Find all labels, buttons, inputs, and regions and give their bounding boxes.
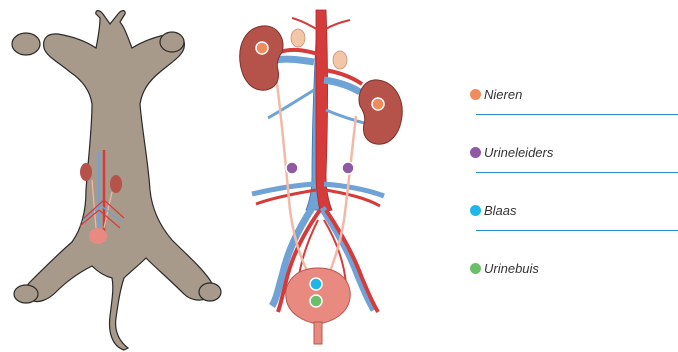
legend-divider bbox=[476, 230, 678, 231]
right-adrenal-gland bbox=[333, 51, 347, 69]
legend-divider bbox=[476, 172, 678, 173]
legend-label-blaas: Blaas bbox=[484, 204, 517, 217]
left-kidney bbox=[240, 26, 283, 90]
legend-label-nieren: Nieren bbox=[484, 88, 522, 101]
right-hind-paw bbox=[199, 283, 221, 301]
left-renal-vessels bbox=[276, 59, 314, 62]
urethra-dot-icon bbox=[470, 263, 481, 274]
legend-divider bbox=[476, 114, 678, 115]
left-front-paw bbox=[12, 33, 40, 55]
left-hind-paw bbox=[14, 285, 38, 303]
bladder-dot-icon bbox=[470, 205, 481, 216]
legend-item-blaas: Blaas bbox=[470, 198, 678, 256]
kidney-marker-right bbox=[372, 98, 384, 110]
right-kidney bbox=[359, 80, 402, 144]
urethra-marker bbox=[310, 295, 322, 307]
legend-item-urinebuis: Urinebuis bbox=[470, 256, 678, 314]
ureter-marker-right bbox=[342, 162, 354, 174]
urethra bbox=[314, 322, 322, 344]
urinary-system-illustration bbox=[228, 0, 438, 352]
kidney-marker-left bbox=[256, 42, 268, 54]
dog-silhouette bbox=[0, 0, 230, 352]
mid-vein-left bbox=[268, 90, 314, 118]
upper-artery-branch-right bbox=[324, 20, 350, 30]
legend-label-urineleiders: Urineleiders bbox=[484, 146, 553, 159]
legend-item-urineleiders: Urineleiders bbox=[470, 140, 678, 198]
legend-label-urinebuis: Urinebuis bbox=[484, 262, 539, 275]
legend-item-nieren: Nieren bbox=[470, 82, 678, 140]
mid-vein-right bbox=[326, 110, 368, 124]
left-adrenal-gland bbox=[291, 29, 305, 47]
right-front-paw bbox=[160, 32, 184, 52]
kidney-dot-icon bbox=[470, 89, 481, 100]
ureter-marker-left bbox=[286, 162, 298, 174]
ureter-dot-icon bbox=[470, 147, 481, 158]
upper-artery-branch-left bbox=[292, 18, 318, 30]
left-renal-artery bbox=[280, 50, 318, 54]
bladder-marker bbox=[310, 278, 322, 290]
legend: Nieren Urineleiders Blaas Urinebuis bbox=[470, 82, 678, 314]
